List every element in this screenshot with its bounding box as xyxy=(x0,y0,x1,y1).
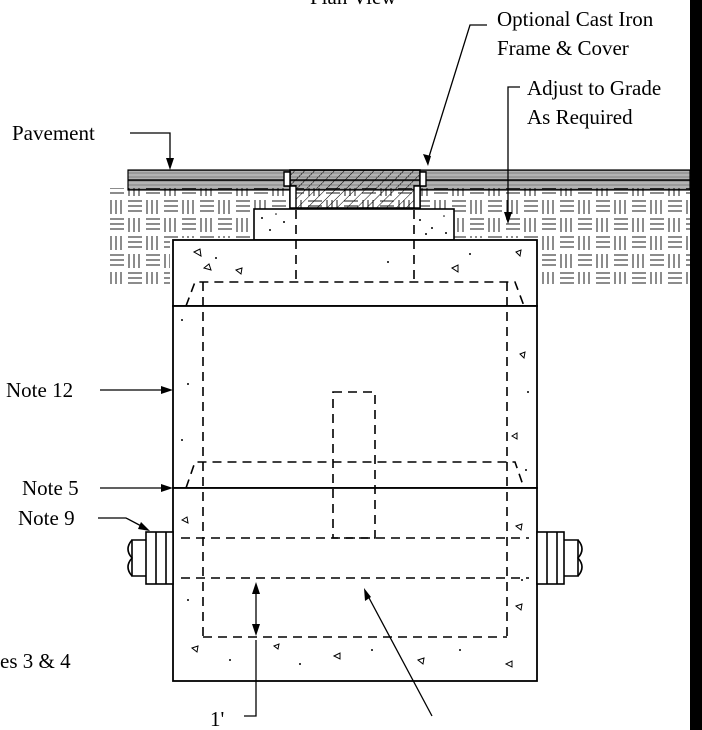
base-section xyxy=(172,487,538,682)
pipe-connector-left xyxy=(127,531,174,585)
ring-stipple xyxy=(261,213,447,235)
pavement-label: Pavement xyxy=(12,121,95,145)
top-slab xyxy=(172,239,538,307)
cover-label-line1: Optional Cast Iron xyxy=(497,7,654,31)
frame-right xyxy=(413,171,427,209)
pipe-connector-right xyxy=(536,531,583,585)
leader-lines xyxy=(98,24,520,717)
note-9-label: Note 9 xyxy=(18,506,75,530)
grade-label-line2: As Required xyxy=(527,105,633,129)
note-5-label: Note 5 xyxy=(22,476,79,500)
concrete-stipple xyxy=(180,248,526,668)
grade-label-line1: Adjust to Grade xyxy=(527,76,661,100)
arrowheads xyxy=(138,154,512,636)
riser-section xyxy=(172,305,538,489)
grade-rings xyxy=(253,208,455,241)
note-12-label: Note 12 xyxy=(6,378,73,402)
plan-view-title: Plan View xyxy=(310,0,397,9)
cover-label-line2: Frame & Cover xyxy=(497,36,629,60)
concrete-dots xyxy=(181,253,529,665)
sheet-border xyxy=(690,0,702,730)
cast-iron-cover xyxy=(289,169,421,209)
one-foot-dimension: 1' xyxy=(210,707,224,730)
frame-left xyxy=(283,171,297,209)
hidden-lines xyxy=(181,210,529,638)
notes-3-4-label: es 3 & 4 xyxy=(0,649,71,673)
